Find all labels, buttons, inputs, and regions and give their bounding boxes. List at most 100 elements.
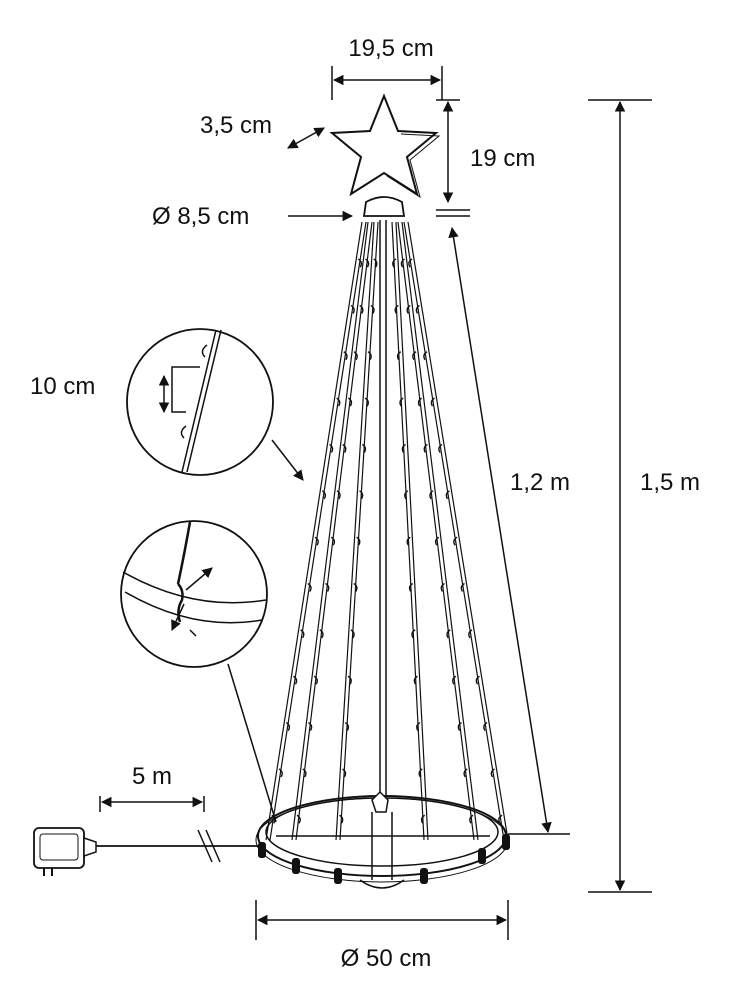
light-bulb xyxy=(359,304,364,314)
light-bulb xyxy=(343,351,348,361)
base-bulb xyxy=(334,868,342,884)
base-bulb xyxy=(502,834,510,850)
light-bulb xyxy=(412,351,417,361)
light-bulb xyxy=(339,814,344,824)
light-bulb xyxy=(300,629,305,639)
light-bulb xyxy=(416,721,421,731)
light-bulb xyxy=(330,536,336,546)
light-bulb xyxy=(373,258,378,268)
light-bulb xyxy=(411,629,416,639)
light-bulb xyxy=(438,443,443,453)
light-bulb xyxy=(296,814,301,824)
light-bulb xyxy=(413,675,418,685)
light-strand-wire xyxy=(335,221,375,841)
light-bulb xyxy=(370,304,375,314)
light-bulb xyxy=(429,490,434,500)
tree-light-strands xyxy=(265,221,509,841)
light-bulb xyxy=(336,490,341,500)
strand-length-dimension: 1,2 m xyxy=(448,226,570,835)
light-strand-wire xyxy=(395,221,429,841)
light-bulb xyxy=(325,582,330,592)
base-bulb xyxy=(258,842,266,858)
light-bulb xyxy=(307,582,312,592)
cable-length-label: 5 m xyxy=(132,763,172,790)
light-bulb xyxy=(321,490,327,500)
power-adapter-icon xyxy=(33,827,97,876)
star-depth-dimension: 3,5 cm xyxy=(200,112,325,149)
total-height-label: 1,5 m xyxy=(640,469,700,496)
light-bulb xyxy=(423,351,428,361)
light-bulb xyxy=(418,768,423,778)
light-bulb xyxy=(329,443,334,453)
light-bulb xyxy=(356,536,361,546)
light-bulb xyxy=(353,351,358,361)
light-bulb xyxy=(347,675,352,685)
light-strand-wire xyxy=(339,221,379,841)
top-diameter-dimension: Ø 8,5 cm xyxy=(152,203,354,230)
light-bulb xyxy=(434,536,440,546)
light-bulb xyxy=(342,443,347,453)
star-height-dimension: 19 cm xyxy=(436,99,535,217)
light-bulb xyxy=(415,304,420,314)
light-bulb xyxy=(399,397,404,407)
light-bulb xyxy=(359,490,364,500)
star-width-label: 19,5 cm xyxy=(348,35,433,62)
strand-attachment-detail xyxy=(120,520,277,823)
base-bulb xyxy=(420,868,428,884)
light-bulb xyxy=(319,629,324,639)
light-strand-wire xyxy=(291,221,369,841)
base-bulbs xyxy=(258,834,510,884)
light-bulb xyxy=(308,721,313,731)
bulb-spacing-detail: 10 cm xyxy=(30,328,304,481)
light-bulb xyxy=(392,258,397,268)
light-bulb xyxy=(440,582,445,592)
light-strand-wire xyxy=(391,221,425,841)
light-bulb xyxy=(293,675,298,685)
base-bulb xyxy=(478,848,486,864)
light-strand-wire xyxy=(295,221,373,841)
light-strand-wire xyxy=(265,221,363,841)
light-bulb xyxy=(341,768,347,778)
light-bulb xyxy=(278,768,283,778)
star-depth-label: 3,5 cm xyxy=(200,112,272,139)
light-bulb xyxy=(423,443,428,453)
light-bulb xyxy=(353,582,358,592)
light-bulb xyxy=(401,443,406,453)
base-diameter-dimension: Ø 50 cm xyxy=(255,900,509,972)
light-bulb xyxy=(396,351,402,361)
light-bulb xyxy=(357,258,363,268)
light-bulb xyxy=(400,258,405,268)
light-bulb xyxy=(406,304,411,314)
light-bulb xyxy=(361,443,367,453)
power-cable xyxy=(94,829,258,863)
light-bulb xyxy=(302,768,307,778)
light-bulb xyxy=(408,258,413,268)
top-diameter-label: Ø 8,5 cm xyxy=(152,203,249,230)
total-height-dimension: 1,5 m xyxy=(588,99,700,893)
base-bulb xyxy=(292,858,300,874)
light-bulb xyxy=(417,397,423,407)
light-bulb xyxy=(313,675,318,685)
bulb-spacing-label: 10 cm xyxy=(30,373,95,400)
light-bulb xyxy=(394,304,399,314)
light-bulb xyxy=(350,304,355,314)
light-bulb xyxy=(336,397,341,407)
base-ring xyxy=(255,790,509,889)
light-strand-wire xyxy=(397,221,475,841)
light-bulb xyxy=(285,721,291,731)
light-bulb xyxy=(408,582,414,592)
light-bulb xyxy=(314,536,319,546)
light-strand-wire xyxy=(401,221,479,841)
light-bulb xyxy=(404,490,409,500)
star-width-dimension: 19,5 cm xyxy=(331,35,443,100)
light-bulb xyxy=(406,536,411,546)
star-height-label: 19 cm xyxy=(470,145,535,172)
light-strand-wire xyxy=(269,221,367,841)
cable-length-dimension: 5 m xyxy=(99,763,205,812)
light-bulb xyxy=(420,814,426,824)
light-bulb xyxy=(365,258,370,268)
light-bulb xyxy=(364,397,369,407)
light-bulb xyxy=(347,397,353,407)
light-bulb xyxy=(430,397,435,407)
